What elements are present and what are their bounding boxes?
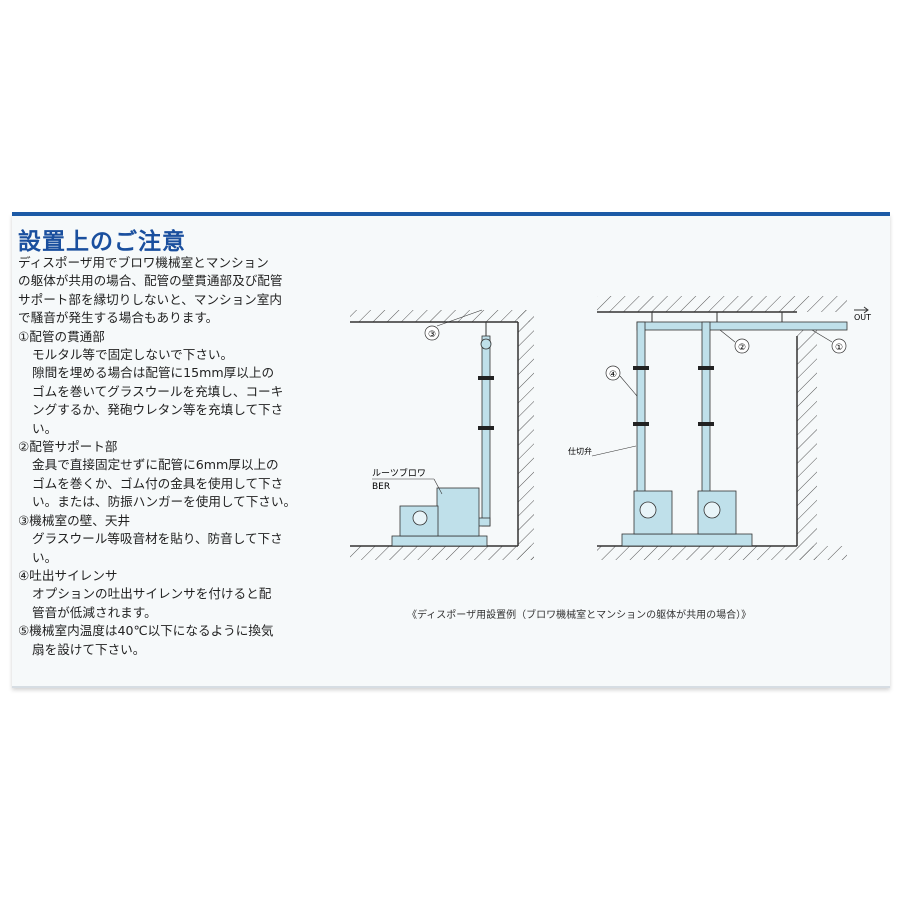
intro-line: ディスポーザ用でブロワ機械室とマンション: [18, 255, 269, 270]
item-line: オプションの吐出サイレンサを付けると配: [32, 586, 272, 602]
item-line: 金具で直接固定せずに配管に6mm厚以上の: [32, 457, 279, 473]
item-heading: ①配管の貫通部: [18, 328, 105, 344]
left-room-diagram: ③ ルーツブロワ BER: [350, 309, 534, 560]
item-line: い。: [32, 549, 58, 565]
left-floor: [350, 546, 534, 560]
blower-box: [436, 487, 480, 537]
blower-base: [391, 535, 488, 547]
item-line: 管音が低減されます。: [32, 604, 157, 620]
diagram-caption: 《ディスポーザ用設置例（ブロワ機械室とマンションの躯体が共用の場合）》: [407, 610, 752, 621]
right-floor: [597, 546, 847, 560]
item-heading: ②配管サポート部: [18, 439, 118, 455]
label-model: BER: [372, 482, 390, 492]
item-line: グラスウール等吸音材を貼り、防音して下さ: [32, 531, 283, 547]
right-base: [621, 533, 753, 547]
left-ceiling: [350, 310, 530, 322]
label-num4: ④: [609, 370, 617, 380]
item-heading: ⑤機械室内温度は40℃以下になるように換気: [18, 623, 274, 639]
out-arrow-icon: [854, 306, 869, 314]
right-ceiling: [597, 296, 847, 312]
label-num2: ②: [738, 343, 746, 353]
pipe-support: [478, 426, 494, 430]
item-heading: ③機械室の壁、天井: [18, 512, 131, 528]
installation-diagram: ③ ルーツブロワ BER: [350, 296, 871, 560]
label-num1: ①: [835, 343, 843, 353]
right-room-diagram: ② ① ④ 仕切弁 OUT: [568, 296, 871, 560]
item-line: モルタル等で固定しないで下さい。: [32, 347, 234, 363]
notice-panel: 設置上のご注意 ディスポーザ用でブロワ機械室とマンション の躯体が共用の場合、配…: [12, 212, 890, 686]
label-out: OUT: [854, 313, 871, 322]
item-line: 隙間を埋める場合は配管に15mm厚以上の: [32, 365, 275, 381]
item-line: ングするか、発砲ウレタン等を充填して下さ: [32, 402, 284, 418]
item-line: い。または、防振ハンガーを使用して下さい。: [32, 494, 297, 510]
intro-line: サポート部を縁切りしないと、マンション室内: [18, 291, 282, 307]
right-pipe-2: [701, 321, 711, 513]
item-heading: ④吐出サイレンサ: [18, 567, 118, 583]
intro-line: で騒音が発生する場合もあります。: [18, 310, 219, 326]
intro-line: の躯体が共用の場合、配管の壁貫通部及び配管: [18, 273, 283, 289]
pipe-support: [478, 376, 494, 380]
item-line: 扇を設けて下さい。: [32, 641, 146, 657]
left-vertical-pipe: [481, 335, 491, 527]
label-num3: ③: [428, 330, 436, 340]
right-pipe-1: [636, 321, 646, 513]
left-wall: [518, 310, 534, 560]
right-wall: [797, 322, 817, 560]
item-line: ゴムを巻くか、ゴム付の金具を使用して下さ: [32, 475, 284, 491]
item-line: ゴムを巻いてグラスウールを充填し、コーキ: [32, 383, 284, 399]
page-title: 設置上のご注意: [18, 229, 186, 255]
notice-body: ディスポーザ用でブロワ機械室とマンション の躯体が共用の場合、配管の壁貫通部及び…: [18, 254, 338, 659]
right-horizontal-pipe: [636, 321, 848, 331]
label-valve: 仕切弁: [568, 446, 592, 456]
label-blower: ルーツブロワ: [372, 467, 426, 479]
item-line: い。: [32, 420, 58, 436]
